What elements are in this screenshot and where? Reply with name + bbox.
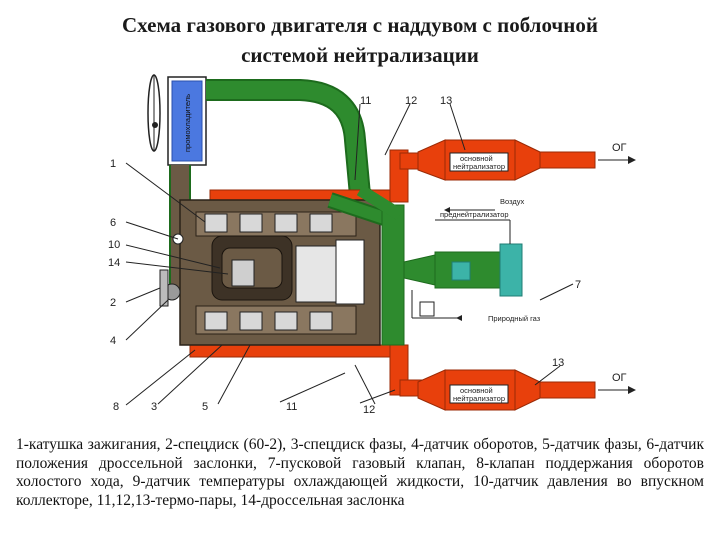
- title-line-2: системой нейтрализации: [241, 43, 479, 67]
- main-catalyst-top-line2: нейтрализатор: [453, 162, 505, 171]
- natural-gas-label: Природный газ: [488, 314, 541, 323]
- main-catalyst-top-line1: основной: [460, 154, 493, 163]
- callout-5: 5: [202, 401, 208, 413]
- exhaust-bottom-label: ОГ: [612, 372, 627, 384]
- pre-catalyst-label: преднейтрализатор: [440, 210, 509, 219]
- callout-7: 7: [575, 279, 581, 291]
- callout-13-top: 13: [440, 95, 452, 107]
- intercooler-label: промохладитель: [183, 94, 192, 152]
- legend-caption-text: 1-катушка зажигания, 2-спецдиск (60-2), …: [16, 436, 704, 509]
- callout-12-bottom: 12: [363, 404, 375, 416]
- exhaust-manifold-top: [209, 149, 429, 203]
- callout-13-bottom: 13: [552, 357, 564, 369]
- green-crossover-pipe: [327, 184, 405, 346]
- callout-4: 4: [110, 335, 116, 347]
- callout-10: 10: [108, 239, 120, 251]
- exhaust-manifold-bottom: [189, 344, 429, 397]
- callout-8: 8: [113, 401, 119, 413]
- engine-block: [159, 199, 381, 346]
- main-catalyst-bottom-line1: основной: [460, 386, 493, 395]
- callout-1: 1: [110, 158, 116, 170]
- main-catalyst-bottom: основной нейтрализатор ОГ: [417, 369, 636, 411]
- air-label: Воздух: [500, 197, 524, 206]
- engine-diagram: промохладитель: [108, 74, 636, 416]
- callout-3: 3: [151, 401, 157, 413]
- callout-6: 6: [110, 217, 116, 229]
- callout-11-top: 11: [360, 95, 371, 107]
- intercooler: промохладитель: [167, 76, 207, 166]
- pre-catalyst-unit: преднейтрализатор Воздух Природный газ: [403, 197, 541, 323]
- legend-caption: 1-катушка зажигания, 2-спецдиск (60-2), …: [16, 436, 704, 510]
- cooling-fan: [147, 74, 161, 152]
- callout-lines: [125, 103, 574, 406]
- diagram-title: Схема газового двигателя с наддувом с по…: [0, 10, 720, 70]
- callout-2: 2: [110, 297, 116, 309]
- callouts: 1 6 10 14 2 4 8 3 5 11 12 13 7 11 12 13: [108, 95, 581, 416]
- callout-14: 14: [108, 257, 120, 269]
- callout-11-bottom: 11: [286, 401, 297, 413]
- title-line-1: Схема газового двигателя с наддувом с по…: [122, 13, 598, 37]
- callout-12-top: 12: [405, 95, 417, 107]
- main-catalyst-top: основной нейтрализатор ОГ: [417, 139, 636, 181]
- exhaust-top-label: ОГ: [612, 142, 627, 154]
- main-catalyst-bottom-line2: нейтрализатор: [453, 394, 505, 403]
